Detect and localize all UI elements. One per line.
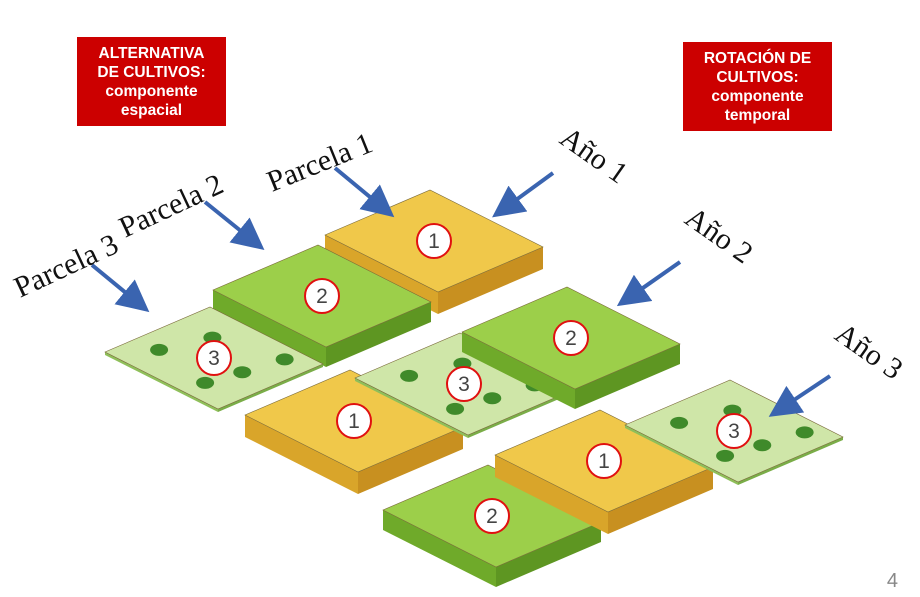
plot-side bbox=[468, 390, 573, 438]
year-2-label: Año 2 bbox=[679, 201, 759, 271]
box-line: temporal bbox=[724, 106, 791, 124]
plot-number: 1 bbox=[598, 450, 610, 473]
plot-number: 2 bbox=[316, 285, 328, 308]
plot-number-badge bbox=[336, 403, 372, 439]
plot-side bbox=[438, 247, 543, 314]
plot-number-badge bbox=[196, 340, 232, 376]
arrow-icon bbox=[616, 260, 682, 307]
plot-flat: 3 bbox=[354, 332, 574, 438]
plot-number: 3 bbox=[458, 373, 470, 396]
plot-side bbox=[495, 455, 608, 534]
box-line: CULTIVOS: bbox=[716, 68, 799, 86]
plot-side bbox=[738, 437, 843, 485]
year-3-label: Año 3 bbox=[829, 317, 909, 387]
plot-number: 3 bbox=[208, 347, 220, 370]
plant-icon bbox=[400, 369, 419, 382]
plot-side bbox=[625, 425, 738, 485]
arrow-icon bbox=[203, 200, 265, 251]
plot-number: 2 bbox=[486, 505, 498, 528]
box-line: espacial bbox=[120, 101, 183, 119]
page-number: 4 bbox=[886, 570, 898, 592]
plant-icon bbox=[483, 392, 502, 405]
box-line: ALTERNATIVA bbox=[98, 44, 205, 62]
plant-icon bbox=[795, 426, 814, 439]
box-line: DE CULTIVOS: bbox=[97, 63, 206, 81]
plant-icon bbox=[233, 366, 252, 379]
plot-side bbox=[213, 290, 326, 367]
box-line: ROTACIÓN DE bbox=[703, 49, 812, 67]
plot-number: 1 bbox=[428, 230, 440, 253]
box-line: componente bbox=[105, 82, 198, 100]
arrow-icon bbox=[492, 171, 555, 218]
plot-green: 2 bbox=[212, 244, 432, 367]
plot-side bbox=[608, 467, 713, 534]
plot-side bbox=[355, 378, 468, 438]
plot-yellow: 1 bbox=[494, 409, 714, 534]
plot-flat: 3 bbox=[624, 379, 844, 485]
arrow-icon bbox=[90, 263, 150, 313]
plot-green: 2 bbox=[461, 286, 681, 409]
arrow-icon bbox=[333, 166, 395, 218]
plot-side bbox=[218, 364, 323, 412]
plot-side bbox=[462, 332, 575, 409]
plot-number-badge bbox=[446, 366, 482, 402]
plot-number-badge bbox=[474, 498, 510, 534]
plot-side bbox=[383, 510, 496, 587]
arrow-icon bbox=[768, 374, 832, 417]
plot-number: 2 bbox=[565, 327, 577, 350]
plot-side bbox=[105, 352, 218, 412]
plot-side bbox=[326, 302, 431, 367]
plot-number-badge bbox=[553, 320, 589, 356]
box-line: componente bbox=[711, 87, 804, 105]
plant-icon bbox=[670, 416, 689, 429]
year-1-label: Año 1 bbox=[554, 121, 634, 191]
spatial-component-box: ALTERNATIVA DE CULTIVOS: componente espa… bbox=[77, 37, 226, 126]
plant-icon bbox=[753, 439, 772, 452]
plot-yellow: 1 bbox=[244, 369, 464, 494]
parcel-3-label: Parcela 3 bbox=[9, 228, 123, 305]
plant-icon bbox=[150, 343, 169, 356]
plot-side bbox=[358, 427, 463, 494]
temporal-component-box: ROTACIÓN DE CULTIVOS: componente tempora… bbox=[683, 42, 832, 131]
plant-icon bbox=[196, 376, 215, 389]
plot-side bbox=[496, 522, 601, 587]
plot-side bbox=[575, 344, 680, 409]
plot-number-badge bbox=[586, 443, 622, 479]
plant-icon bbox=[716, 449, 735, 462]
plot-number: 3 bbox=[728, 420, 740, 443]
plant-icon bbox=[275, 353, 294, 366]
plot-side bbox=[245, 415, 358, 494]
plot-number-badge bbox=[716, 413, 752, 449]
plot-number: 1 bbox=[348, 410, 360, 433]
plot-number-badge bbox=[416, 223, 452, 259]
plant-icon bbox=[446, 402, 465, 415]
plot-flat: 3 bbox=[104, 306, 324, 412]
plot-number-badge bbox=[304, 278, 340, 314]
